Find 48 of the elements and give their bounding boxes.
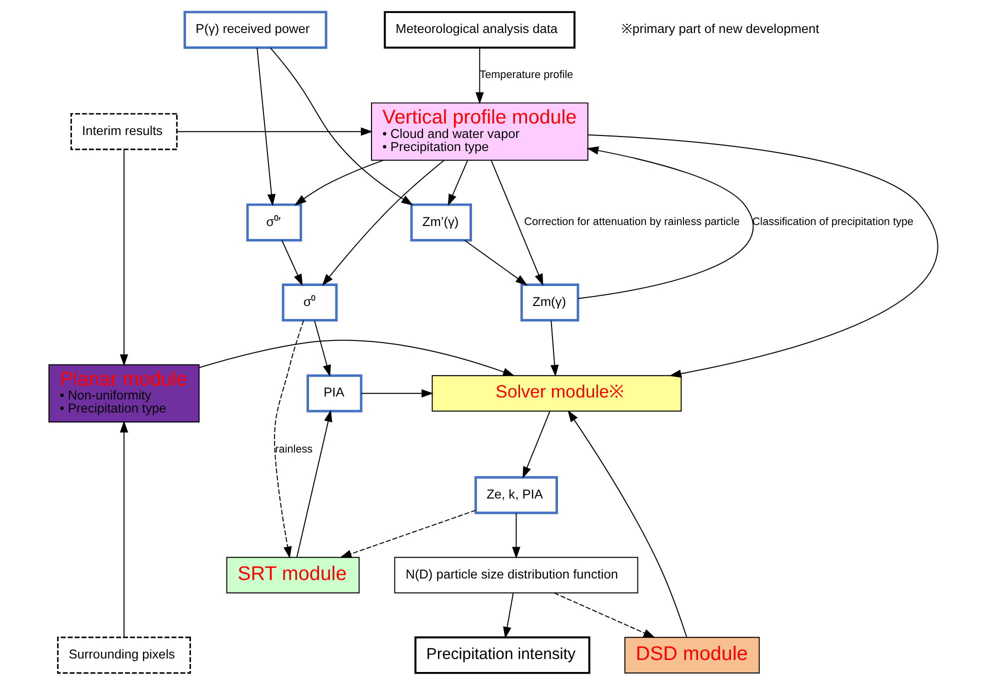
arrow (588, 134, 938, 378)
arrow (503, 592, 514, 639)
arrow (281, 240, 303, 286)
node-box: Interim results (70, 113, 178, 150)
arrow (322, 160, 444, 286)
node-box: Ze, k, PIA (474, 476, 558, 514)
node-box: σ⁰′ (246, 203, 302, 242)
arrow (340, 510, 476, 558)
node-box: Meteorological analysis data (384, 11, 576, 49)
node-box: Vertical profile module • Cloud and water vapor • Precipitation type (371, 102, 588, 161)
label: ※primary part of new development (621, 21, 820, 36)
arrow (554, 592, 656, 638)
arrow (199, 340, 515, 376)
arrow (512, 512, 520, 559)
node-box: σ⁰ (282, 283, 338, 322)
arrow (578, 146, 754, 299)
arrow (360, 389, 434, 398)
arrow (464, 240, 528, 286)
arrow (568, 410, 688, 638)
node-box: Precipitation intensity (414, 636, 590, 674)
arrow (448, 160, 468, 206)
node-box: Solver module※ (432, 375, 682, 412)
node-box: Surrounding pixels (57, 636, 191, 674)
edge-label: rainless (275, 443, 313, 456)
edge-label: Classification of precipitation type (752, 216, 914, 228)
node-box: P(γ) received power (184, 10, 328, 49)
edge-label: Correction for attenuation by rainless particle (524, 216, 740, 228)
arrow (274, 320, 304, 558)
arrow (522, 410, 550, 479)
arrow (476, 47, 484, 104)
node-box: Planar module • Non-uniformity • Precipitation type (48, 364, 200, 423)
arrow (490, 160, 544, 286)
node-box: Zm(γ) (520, 283, 580, 322)
node-box: Zm’(γ) (410, 203, 472, 242)
node-box: N(D) particle size distribution function (394, 556, 638, 594)
node-box: SRT module (226, 556, 360, 594)
edge-label: Temperature profile (480, 69, 574, 82)
arrow (314, 320, 331, 377)
node-box: DSD module (624, 636, 760, 674)
node-box: PIA (306, 374, 362, 412)
arrow (256, 47, 276, 206)
arrow (294, 160, 384, 206)
arrow (120, 149, 128, 366)
arrow (270, 47, 414, 206)
arrow (550, 320, 559, 377)
arrow (120, 420, 128, 638)
arrow (296, 410, 332, 558)
arrow (176, 127, 373, 136)
